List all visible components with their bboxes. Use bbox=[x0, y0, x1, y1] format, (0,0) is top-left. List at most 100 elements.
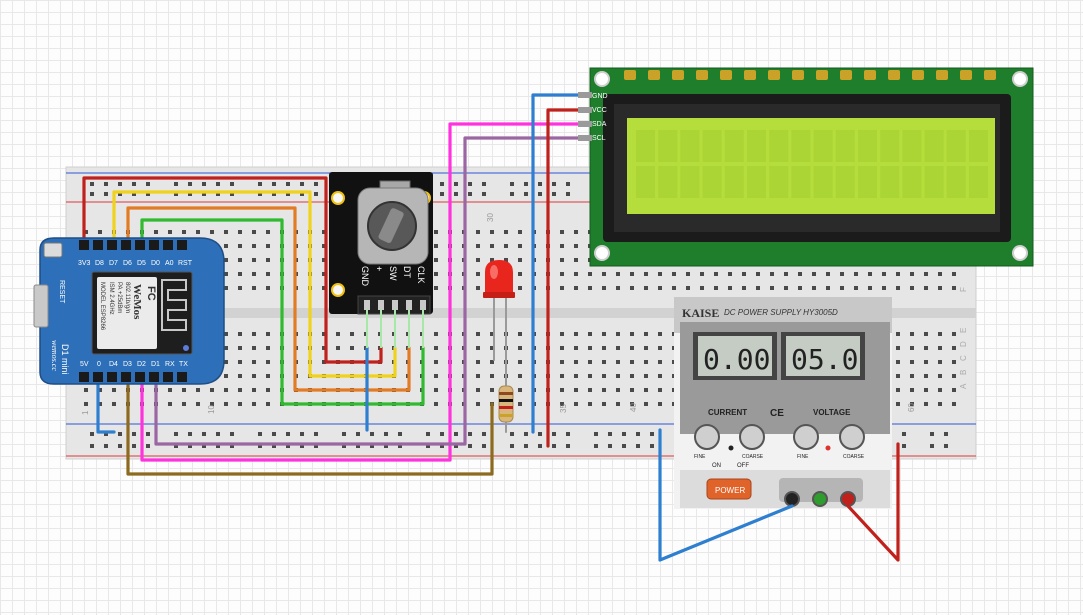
breadboard-hole bbox=[924, 346, 928, 350]
pin-label-d1: D1 bbox=[151, 361, 160, 368]
breadboard-hole bbox=[630, 332, 634, 336]
breadboard-hole bbox=[602, 272, 606, 276]
breadboard-hole bbox=[588, 388, 592, 392]
resistor-band-3 bbox=[499, 406, 513, 409]
current-coarse-knob[interactable] bbox=[739, 424, 765, 450]
breadboard-hole bbox=[252, 346, 256, 350]
breadboard-hole bbox=[896, 402, 900, 406]
rail-hole bbox=[468, 432, 472, 436]
terminal-ground[interactable] bbox=[812, 491, 828, 507]
breadboard-hole bbox=[938, 374, 942, 378]
breadboard-hole bbox=[182, 402, 186, 406]
breadboard-hole bbox=[434, 272, 438, 276]
breadboard-hole bbox=[686, 286, 690, 290]
breadboard-hole bbox=[910, 346, 914, 350]
breadboard-hole bbox=[98, 388, 102, 392]
breadboard-hole bbox=[644, 360, 648, 364]
row-letter-c: C bbox=[959, 355, 968, 361]
rail-hole bbox=[90, 432, 94, 436]
breadboard-hole bbox=[882, 286, 886, 290]
breadboard-hole bbox=[490, 230, 494, 234]
column-number-30: 30 bbox=[486, 213, 495, 222]
rail-hole bbox=[370, 432, 374, 436]
breadboard-hole bbox=[560, 272, 564, 276]
terminal-negative[interactable] bbox=[784, 491, 800, 507]
wemos-brand: WeMos bbox=[131, 284, 143, 320]
breadboard-hole bbox=[168, 402, 172, 406]
rail-hole bbox=[538, 432, 542, 436]
voltage-fine-knob[interactable] bbox=[793, 424, 819, 450]
breadboard-hole bbox=[476, 360, 480, 364]
lcd-character-cell bbox=[858, 130, 877, 162]
rail-hole bbox=[104, 432, 108, 436]
wemos-bottom-header-pin bbox=[121, 372, 131, 382]
rail-hole bbox=[174, 444, 178, 448]
breadboard-hole bbox=[350, 346, 354, 350]
lcd-header-pad bbox=[720, 70, 732, 80]
rail-hole bbox=[440, 182, 444, 186]
rail-hole bbox=[636, 444, 640, 448]
module-ism: ISM 2.4GHz bbox=[108, 282, 114, 315]
lcd-pin-label-vcc: VCC bbox=[592, 107, 607, 114]
breadboard-hole bbox=[476, 230, 480, 234]
rail-hole bbox=[272, 444, 276, 448]
breadboard-hole bbox=[574, 230, 578, 234]
lcd-header-pad bbox=[840, 70, 852, 80]
breadboard-hole bbox=[560, 360, 564, 364]
breadboard-hole bbox=[266, 388, 270, 392]
breadboard-hole bbox=[924, 286, 928, 290]
lcd-header-pad bbox=[912, 70, 924, 80]
terminal-positive[interactable] bbox=[840, 491, 856, 507]
breadboard-hole bbox=[84, 388, 88, 392]
breadboard-hole bbox=[504, 244, 508, 248]
rail-hole bbox=[552, 192, 556, 196]
breadboard-hole bbox=[826, 286, 830, 290]
breadboard-hole bbox=[434, 374, 438, 378]
rail-hole bbox=[650, 444, 654, 448]
pin-label-d5: D5 bbox=[137, 260, 146, 267]
breadboard-hole bbox=[896, 388, 900, 392]
breadboard-hole bbox=[658, 346, 662, 350]
wire-magenta-sda bbox=[140, 122, 584, 462]
lcd-character-cell bbox=[880, 130, 900, 162]
rail-hole bbox=[538, 192, 542, 196]
rail-hole bbox=[356, 444, 360, 448]
rail-hole bbox=[552, 182, 556, 186]
rail-hole bbox=[230, 192, 234, 196]
reset-button[interactable] bbox=[43, 242, 63, 258]
power-switch[interactable] bbox=[706, 478, 752, 500]
breadboard-hole bbox=[784, 286, 788, 290]
breadboard-hole bbox=[630, 374, 634, 378]
breadboard-hole bbox=[434, 388, 438, 392]
rail-hole bbox=[174, 432, 178, 436]
breadboard-hole bbox=[252, 244, 256, 248]
lcd-header-pad bbox=[696, 70, 708, 80]
rail-hole bbox=[132, 182, 136, 186]
cv-indicator-led bbox=[825, 445, 831, 451]
breadboard-hole bbox=[574, 286, 578, 290]
breadboard-hole bbox=[252, 402, 256, 406]
voltage-coarse-knob[interactable] bbox=[839, 424, 865, 450]
voltage-label: VOLTAGE bbox=[813, 408, 851, 417]
current-fine-knob[interactable] bbox=[694, 424, 720, 450]
rail-hole bbox=[398, 432, 402, 436]
wemos-bottom-header-pin bbox=[107, 372, 117, 382]
lcd-i2c-pin bbox=[578, 107, 592, 113]
breadboard-hole bbox=[168, 230, 172, 234]
breadboard-hole bbox=[350, 332, 354, 336]
encoder-header-pin bbox=[392, 300, 398, 310]
rail-hole bbox=[146, 444, 150, 448]
breadboard-hole bbox=[518, 244, 522, 248]
breadboard-hole bbox=[434, 402, 438, 406]
breadboard-hole bbox=[588, 374, 592, 378]
wire-brown-d3 bbox=[126, 383, 494, 476]
pin-label-d7: D7 bbox=[109, 260, 118, 267]
breadboard-hole bbox=[924, 374, 928, 378]
rail-hole bbox=[524, 192, 528, 196]
pin-label-0: 0 bbox=[97, 361, 101, 368]
breadboard-hole bbox=[322, 258, 326, 262]
rail-hole bbox=[188, 192, 192, 196]
rail-hole bbox=[258, 182, 262, 186]
rail-hole bbox=[440, 432, 444, 436]
current-label: CURRENT bbox=[708, 408, 747, 417]
